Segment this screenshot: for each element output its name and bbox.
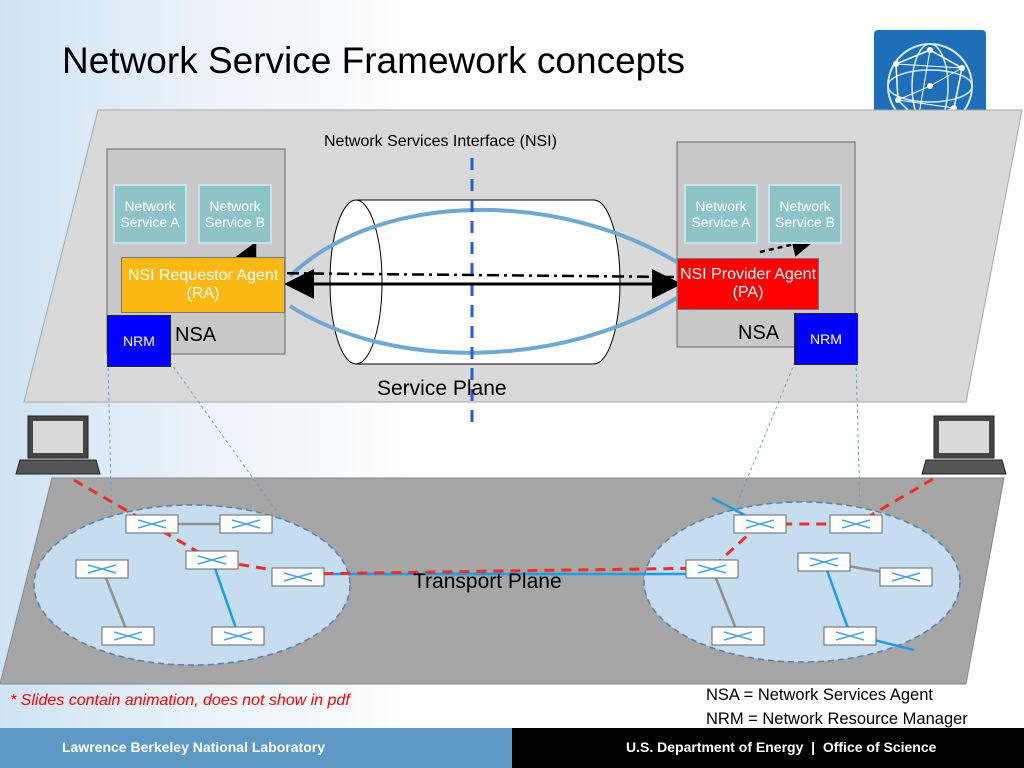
right-network-service-b: Network Service B xyxy=(768,184,842,244)
right-nsa-label: NSA xyxy=(738,322,780,344)
switch-icon-group-left xyxy=(75,514,325,646)
footer-right: U.S. Department of Energy | Office of Sc… xyxy=(512,728,1024,768)
right-network-service-a: Network Service A xyxy=(684,184,758,244)
left-network-domain xyxy=(33,504,351,666)
transport-plane-label: Transport Plane xyxy=(413,570,562,593)
service-plane-label: Service Plane xyxy=(377,377,507,400)
footer-lab-name: Lawrence Berkeley National Laboratory xyxy=(62,739,325,755)
footer-doe: U.S. Department of Energy | Office of Sc… xyxy=(626,739,937,755)
left-nsa-label: NSA xyxy=(175,324,217,346)
ra-pa-dashdot xyxy=(261,271,679,279)
left-network-service-a: Network Service A xyxy=(113,184,187,244)
animation-note: * Slides contain animation, does not sho… xyxy=(10,692,350,709)
slide-title: Network Service Framework concepts xyxy=(62,40,686,81)
right-nrm-box: NRM xyxy=(794,313,858,365)
legend-nsa: NSA = Network Services Agent xyxy=(706,686,933,704)
nsi-label: Network Services Interface (NSI) xyxy=(324,133,557,150)
legend-nrm: NRM = Network Resource Manager xyxy=(706,710,968,728)
switch-icon-group-right xyxy=(685,514,933,646)
requestor-agent: NSI Requestor Agent (RA) xyxy=(121,257,285,313)
right-laptop-icon xyxy=(921,415,1007,475)
left-nrm-box: NRM xyxy=(107,315,171,367)
provider-agent: NSI Provider Agent (PA) xyxy=(677,258,819,310)
footer-left: Lawrence Berkeley National Laboratory xyxy=(0,728,512,768)
left-network-service-b: Network Service B xyxy=(198,184,272,244)
right-network-domain xyxy=(643,501,961,663)
left-laptop-icon xyxy=(15,415,101,475)
acronym-legend: NSA = Network Services Agent NRM = Netwo… xyxy=(706,683,968,731)
right-nsa-box xyxy=(676,141,856,348)
